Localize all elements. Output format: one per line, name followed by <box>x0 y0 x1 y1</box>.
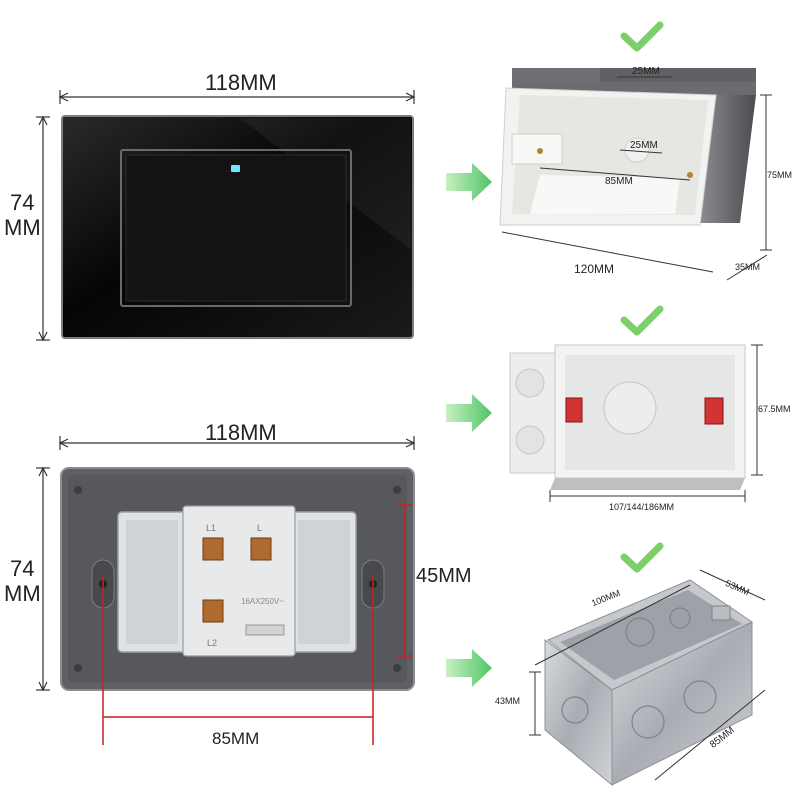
terminal-slot <box>245 624 285 636</box>
arrow-middle <box>446 394 492 432</box>
bracket-right-panel <box>298 520 350 644</box>
rocker-button <box>125 154 347 302</box>
plate-screw-holes <box>74 486 401 672</box>
metal-box <box>529 569 766 787</box>
rating-label: 16AX250V~ <box>241 597 284 606</box>
modular-height-label: 67.5MM <box>758 404 791 414</box>
terminal-l2-label: L2 <box>207 638 218 648</box>
arrow-bottom <box>446 649 492 687</box>
top-width-dimension-line <box>58 90 416 104</box>
check-mark-1 <box>620 21 664 52</box>
terminal-l2-screw <box>202 599 224 623</box>
plastic-surface-box <box>499 68 772 281</box>
box-screw-left <box>537 148 543 154</box>
top-width-label: 118MM <box>205 70 277 95</box>
mount-width-label: 85MM <box>212 729 260 748</box>
metal-knockouts <box>561 607 717 739</box>
rocker-frame <box>120 149 352 307</box>
modular-box <box>509 344 763 502</box>
mount-width-measure <box>102 575 374 745</box>
plastic-screw-spacing-label: 85MM <box>605 176 633 187</box>
bottom-height-label-unit: MM <box>4 581 41 606</box>
top-height-dimension-line <box>36 115 50 342</box>
arrow-top <box>446 163 492 201</box>
modular-red-clip-left <box>565 397 583 423</box>
metal-mount-tab <box>711 605 731 621</box>
terminal-l-label: L <box>257 523 263 533</box>
check-mark-3 <box>620 542 664 573</box>
plastic-top-slot-label: 25MM <box>632 66 660 77</box>
terminal-l-screw <box>250 537 272 561</box>
modular-length-label: 107/144/186MM <box>609 502 675 512</box>
bracket-left-panel <box>126 520 178 644</box>
mount-height-label: 45MM <box>416 565 472 587</box>
terminal-l1-label: L1 <box>206 523 217 533</box>
mount-height-measure <box>398 504 412 657</box>
box-left-bracket <box>511 133 563 165</box>
modular-knockout <box>603 381 657 435</box>
top-height-label-unit: MM <box>4 215 41 240</box>
bottom-width-dimension-line <box>58 436 416 450</box>
modular-red-clip-right <box>704 397 724 425</box>
plastic-box-dimension-lines <box>501 76 772 281</box>
metal-height-label: 43MM <box>495 696 521 706</box>
top-switch <box>36 90 416 342</box>
indicator-light <box>231 165 240 172</box>
check-mark-2 <box>620 305 664 336</box>
bottom-height-dimension-line <box>36 466 50 692</box>
box-screw-right <box>687 172 693 178</box>
bottom-height-label-value: 74 <box>10 556 35 581</box>
metal-box-dimension-lines <box>529 569 766 781</box>
modular-box-dimension-lines <box>549 344 763 502</box>
plastic-length-label: 120MM <box>574 262 615 276</box>
plastic-inner-slot-label: 25MM <box>630 140 658 151</box>
top-height-label-value: 74 <box>10 190 35 215</box>
bottom-width-label: 118MM <box>205 420 277 445</box>
plastic-height-label: 75MM <box>767 170 793 180</box>
terminal-l1-screw <box>202 537 224 561</box>
bottom-outlet <box>36 436 416 745</box>
plastic-depth-label: 35MM <box>735 262 761 272</box>
